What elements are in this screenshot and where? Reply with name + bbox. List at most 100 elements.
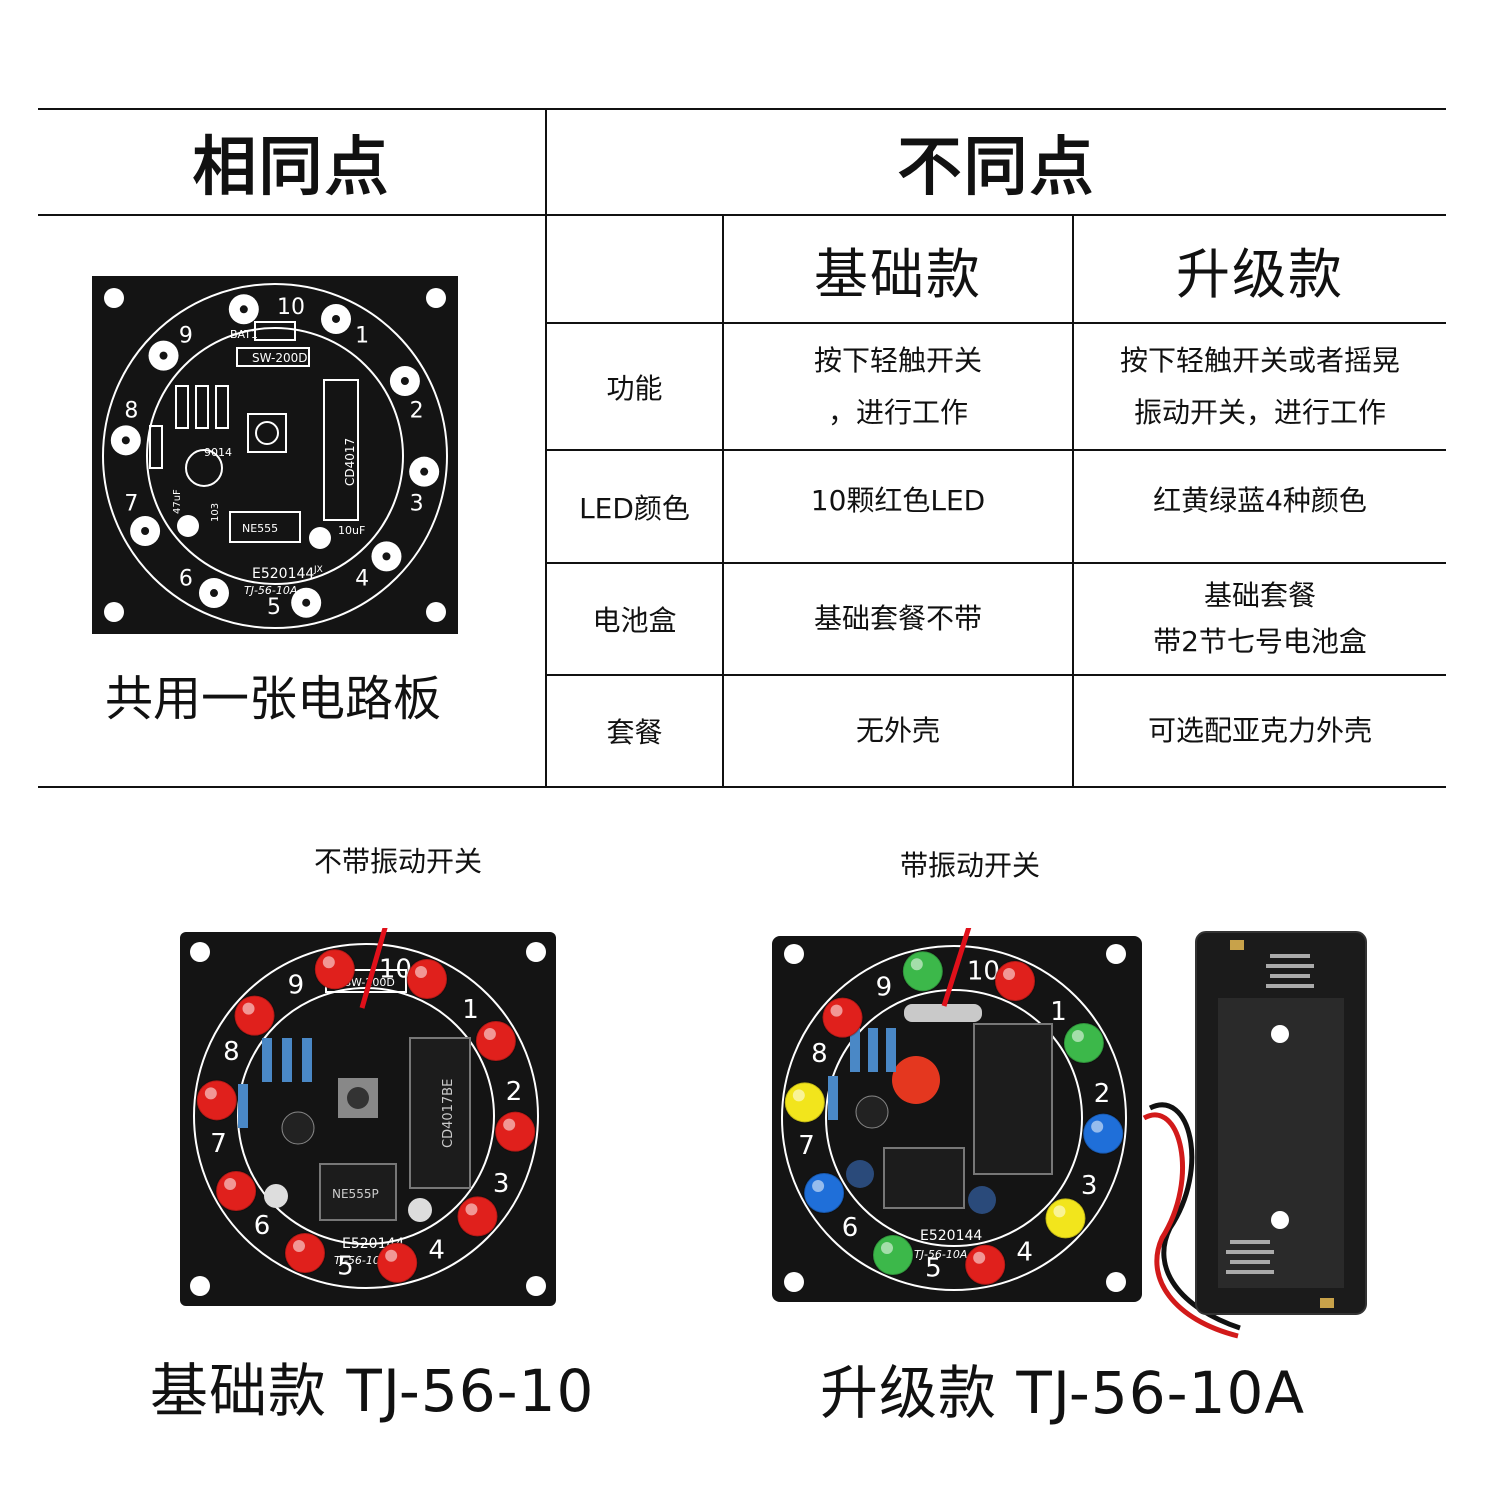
header-same: 相同点	[192, 131, 391, 205]
annotation-arrow	[941, 928, 972, 1007]
spring-icon	[1226, 1240, 1274, 1274]
timer-outline	[229, 511, 301, 543]
led-highlight	[1071, 1030, 1084, 1042]
table-row-rule	[546, 674, 1446, 676]
led-number: 5	[337, 1252, 354, 1282]
tact-switch-button	[347, 1087, 369, 1109]
led-highlight	[792, 1089, 805, 1102]
led	[313, 948, 356, 991]
led	[964, 1243, 1007, 1286]
capacitor-pad	[177, 515, 199, 537]
battery-box-photo	[1142, 931, 1367, 1339]
resistor	[850, 1028, 860, 1072]
led	[283, 1232, 326, 1275]
led-highlight	[322, 956, 335, 969]
mount-hole	[190, 942, 210, 962]
annotation-arrow	[359, 928, 388, 1009]
cd4017-chip	[409, 1037, 471, 1189]
row-label-function: 功能	[606, 371, 663, 405]
model-label: TJ-56-10A	[334, 1254, 387, 1267]
led-number: 5	[925, 1254, 942, 1284]
led-number: 9	[876, 973, 893, 1003]
led-highlight	[910, 958, 923, 971]
led-pad-hole	[420, 467, 429, 476]
transistor-outline	[185, 449, 223, 487]
led-highlight	[465, 1203, 478, 1216]
led	[1082, 1112, 1125, 1155]
led-highlight	[483, 1028, 496, 1040]
outer-ring	[781, 945, 1127, 1291]
resistor	[215, 385, 229, 429]
capacitor	[408, 1198, 432, 1222]
led-highlight	[880, 1242, 893, 1255]
led-number: 9	[179, 324, 193, 349]
cd4017-chip	[973, 1023, 1053, 1175]
resistor	[886, 1028, 896, 1072]
led-number: 3	[1081, 1171, 1098, 1201]
resistor	[149, 425, 163, 469]
vibration-switch	[904, 1004, 982, 1022]
led-highlight	[292, 1240, 305, 1253]
shared-board-caption: 共用一张电路板	[104, 671, 441, 727]
resistor	[238, 1084, 248, 1128]
capacitor	[846, 1160, 874, 1188]
led	[1044, 1197, 1087, 1240]
led-number: 8	[811, 1039, 828, 1069]
model-label: TJ-56-10A	[244, 584, 297, 597]
jx-label: JX	[313, 565, 323, 575]
resistor	[828, 1076, 838, 1120]
cell-basic-package: 无外壳	[855, 714, 940, 747]
basic-timer-label: NE555P	[332, 1187, 379, 1201]
col-header-upgrade: 升级款	[1176, 242, 1344, 306]
led-highlight	[224, 1178, 237, 1190]
led-pad-hole	[400, 377, 409, 385]
led	[783, 1081, 826, 1124]
model-label: TJ-56-10A	[914, 1248, 967, 1261]
led-highlight	[503, 1118, 516, 1131]
led	[821, 996, 864, 1039]
resistor	[302, 1038, 312, 1082]
cell-line: 按下轻触开关	[813, 343, 982, 377]
led	[871, 1234, 914, 1277]
led	[474, 1020, 517, 1062]
led	[406, 957, 449, 1000]
outer-ring	[193, 943, 539, 1289]
box-hole	[1271, 1211, 1289, 1229]
led-number: 8	[223, 1037, 240, 1067]
led-pad-hole	[209, 589, 218, 598]
table-header-rule	[38, 214, 1446, 216]
row-label-battery-box: 电池盒	[592, 604, 677, 637]
basic-annotation: 不带振动开关	[314, 845, 483, 878]
led	[901, 950, 944, 993]
cell-basic-led: 10颗红色LED	[810, 484, 986, 517]
led-number: 2	[1094, 1079, 1111, 1109]
col-header-basic: 基础款	[814, 242, 982, 306]
led-pad-hole	[159, 351, 168, 360]
inner-ring	[146, 327, 404, 585]
resistor	[175, 385, 189, 429]
red-button-cap	[892, 1056, 940, 1104]
row-label-led-color: LED颜色	[579, 491, 690, 525]
led	[494, 1110, 537, 1153]
led-highlight	[415, 965, 428, 978]
led-highlight	[385, 1249, 398, 1262]
button-outline	[247, 413, 287, 453]
led-highlight	[973, 1251, 986, 1264]
led-pad-hole	[121, 436, 130, 445]
row-label-package: 套餐	[606, 716, 663, 749]
cell-upgrade-package: 可选配亚克力外壳	[1147, 714, 1372, 747]
led-number: 6	[254, 1211, 271, 1241]
red-wire	[1142, 1112, 1239, 1339]
resistor	[195, 385, 209, 429]
cell-upgrade-function: 按下轻触开关或者摇晃 振动开关，进行工作	[1074, 324, 1446, 449]
led-highlight	[1053, 1205, 1066, 1218]
mount-hole	[104, 288, 124, 308]
led	[233, 994, 276, 1037]
bat-label: BAT1	[230, 328, 258, 341]
led-pad-hole	[239, 305, 248, 314]
led-number: 6	[179, 566, 193, 591]
